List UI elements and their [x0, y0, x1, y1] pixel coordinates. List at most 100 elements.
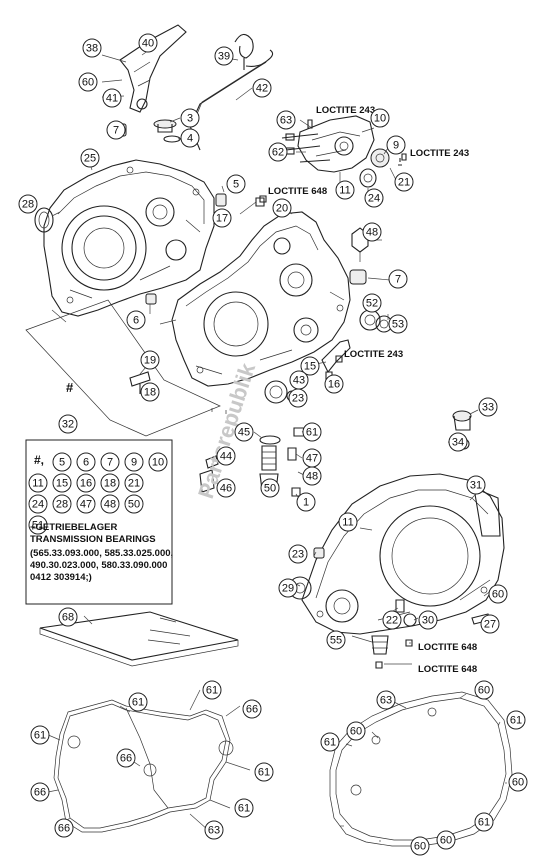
svg-text:63: 63	[380, 695, 392, 707]
svg-text:48: 48	[306, 471, 318, 483]
part-callout: 61	[474, 812, 494, 832]
svg-text:52: 52	[366, 298, 378, 310]
part-callout: 29	[278, 578, 298, 598]
part-callout: 42	[252, 78, 272, 98]
svg-text:16: 16	[80, 478, 92, 490]
part-callout: 34	[448, 432, 468, 452]
svg-text:66: 66	[120, 753, 132, 765]
svg-text:3: 3	[187, 113, 193, 125]
part-callout: 61	[506, 710, 526, 730]
part-callout: 55	[326, 630, 346, 650]
svg-text:50: 50	[264, 483, 276, 495]
part-callout: 22	[382, 610, 402, 630]
svg-text:5: 5	[233, 179, 239, 191]
part-callout: 46	[216, 478, 236, 498]
svg-text:16: 16	[328, 379, 340, 391]
part-callout: 62	[268, 142, 288, 162]
part-callout: 61	[202, 680, 222, 700]
part-callout: 66	[54, 818, 74, 838]
part-callout: 11	[335, 180, 355, 200]
loctite-label: LOCTITE 243	[410, 148, 469, 159]
kit-part-number: 15	[52, 473, 72, 493]
part-callout: 10	[370, 108, 390, 128]
part-callout: 68	[58, 607, 78, 627]
part-callout: 1	[296, 492, 316, 512]
svg-text:15: 15	[56, 478, 68, 490]
loctite-label: LOCTITE 243	[344, 349, 403, 360]
svg-text:4: 4	[187, 133, 193, 145]
part-callout: 5	[226, 174, 246, 194]
part-callout: 66	[116, 748, 136, 768]
part-callout: 6	[126, 310, 146, 330]
part-callout: 60	[410, 836, 430, 856]
right-crankcase-half	[129, 207, 393, 404]
svg-text:9: 9	[393, 140, 399, 152]
part-callout: 60	[78, 72, 98, 92]
svg-text:1: 1	[303, 497, 309, 509]
kit-part-number: 6	[76, 452, 96, 472]
kit-part-number: 21	[124, 473, 144, 493]
part-callout: 45	[234, 422, 254, 442]
part-callout: 50	[260, 478, 280, 498]
svg-text:61: 61	[34, 730, 46, 742]
part-callout: 43	[289, 370, 309, 390]
svg-text:61: 61	[306, 427, 318, 439]
svg-text:18: 18	[104, 478, 116, 490]
part-callout: 23	[288, 388, 308, 408]
svg-text:29: 29	[282, 583, 294, 595]
kit-part-number: 10	[148, 452, 168, 472]
kit-part-number: 5	[52, 452, 72, 472]
svg-text:24: 24	[368, 193, 380, 205]
svg-text:47: 47	[306, 453, 318, 465]
part-callout: 61	[302, 422, 322, 442]
part-callout: 21	[394, 172, 414, 192]
svg-text:25: 25	[84, 153, 96, 165]
part-callout: 30	[418, 610, 438, 630]
svg-text:48: 48	[104, 499, 116, 511]
svg-text:7: 7	[107, 457, 113, 469]
manual-booklet	[39, 611, 239, 667]
svg-text:46: 46	[220, 483, 232, 495]
svg-text:68: 68	[62, 612, 74, 624]
svg-text:60: 60	[492, 589, 504, 601]
part-callout: 63	[276, 110, 296, 130]
kit-line: 490.30.023.000, 580.33.090.000	[30, 560, 167, 571]
part-callout: 17	[212, 208, 232, 228]
svg-text:10: 10	[374, 113, 386, 125]
svg-text:61: 61	[238, 803, 250, 815]
svg-text:23: 23	[292, 393, 304, 405]
part-callout: 32	[58, 414, 78, 434]
svg-text:60: 60	[478, 685, 490, 697]
svg-text:7: 7	[113, 125, 119, 137]
part-callout: 60	[488, 584, 508, 604]
svg-text:38: 38	[86, 43, 98, 55]
kit-header: #,	[34, 453, 44, 467]
part-callout: 61	[320, 732, 340, 752]
svg-text:50: 50	[128, 499, 140, 511]
part-callout: 47	[302, 448, 322, 468]
part-callout: 53	[388, 314, 408, 334]
svg-text:60: 60	[512, 777, 524, 789]
svg-text:43: 43	[293, 375, 305, 387]
svg-text:60: 60	[82, 77, 94, 89]
svg-text:55: 55	[330, 635, 342, 647]
svg-text:10: 10	[152, 457, 164, 469]
svg-text:27: 27	[484, 619, 496, 631]
svg-text:47: 47	[80, 499, 92, 511]
part-callout: 41	[102, 88, 122, 108]
part-callout: 27	[480, 614, 500, 634]
svg-text:11: 11	[32, 478, 43, 490]
kit-line: 0412 303914;)	[30, 572, 92, 583]
svg-text:23: 23	[292, 549, 304, 561]
svg-text:61: 61	[132, 697, 144, 709]
part-callout: 61	[254, 762, 274, 782]
part-callout: 11	[338, 512, 358, 532]
part-callout: 52	[362, 293, 382, 313]
clutch-cover	[288, 473, 505, 669]
part-callout: 60	[346, 721, 366, 741]
part-callout: 61	[128, 692, 148, 712]
part-callout: 20	[272, 198, 292, 218]
svg-text:63: 63	[280, 115, 292, 127]
part-callout: 60	[436, 830, 456, 850]
